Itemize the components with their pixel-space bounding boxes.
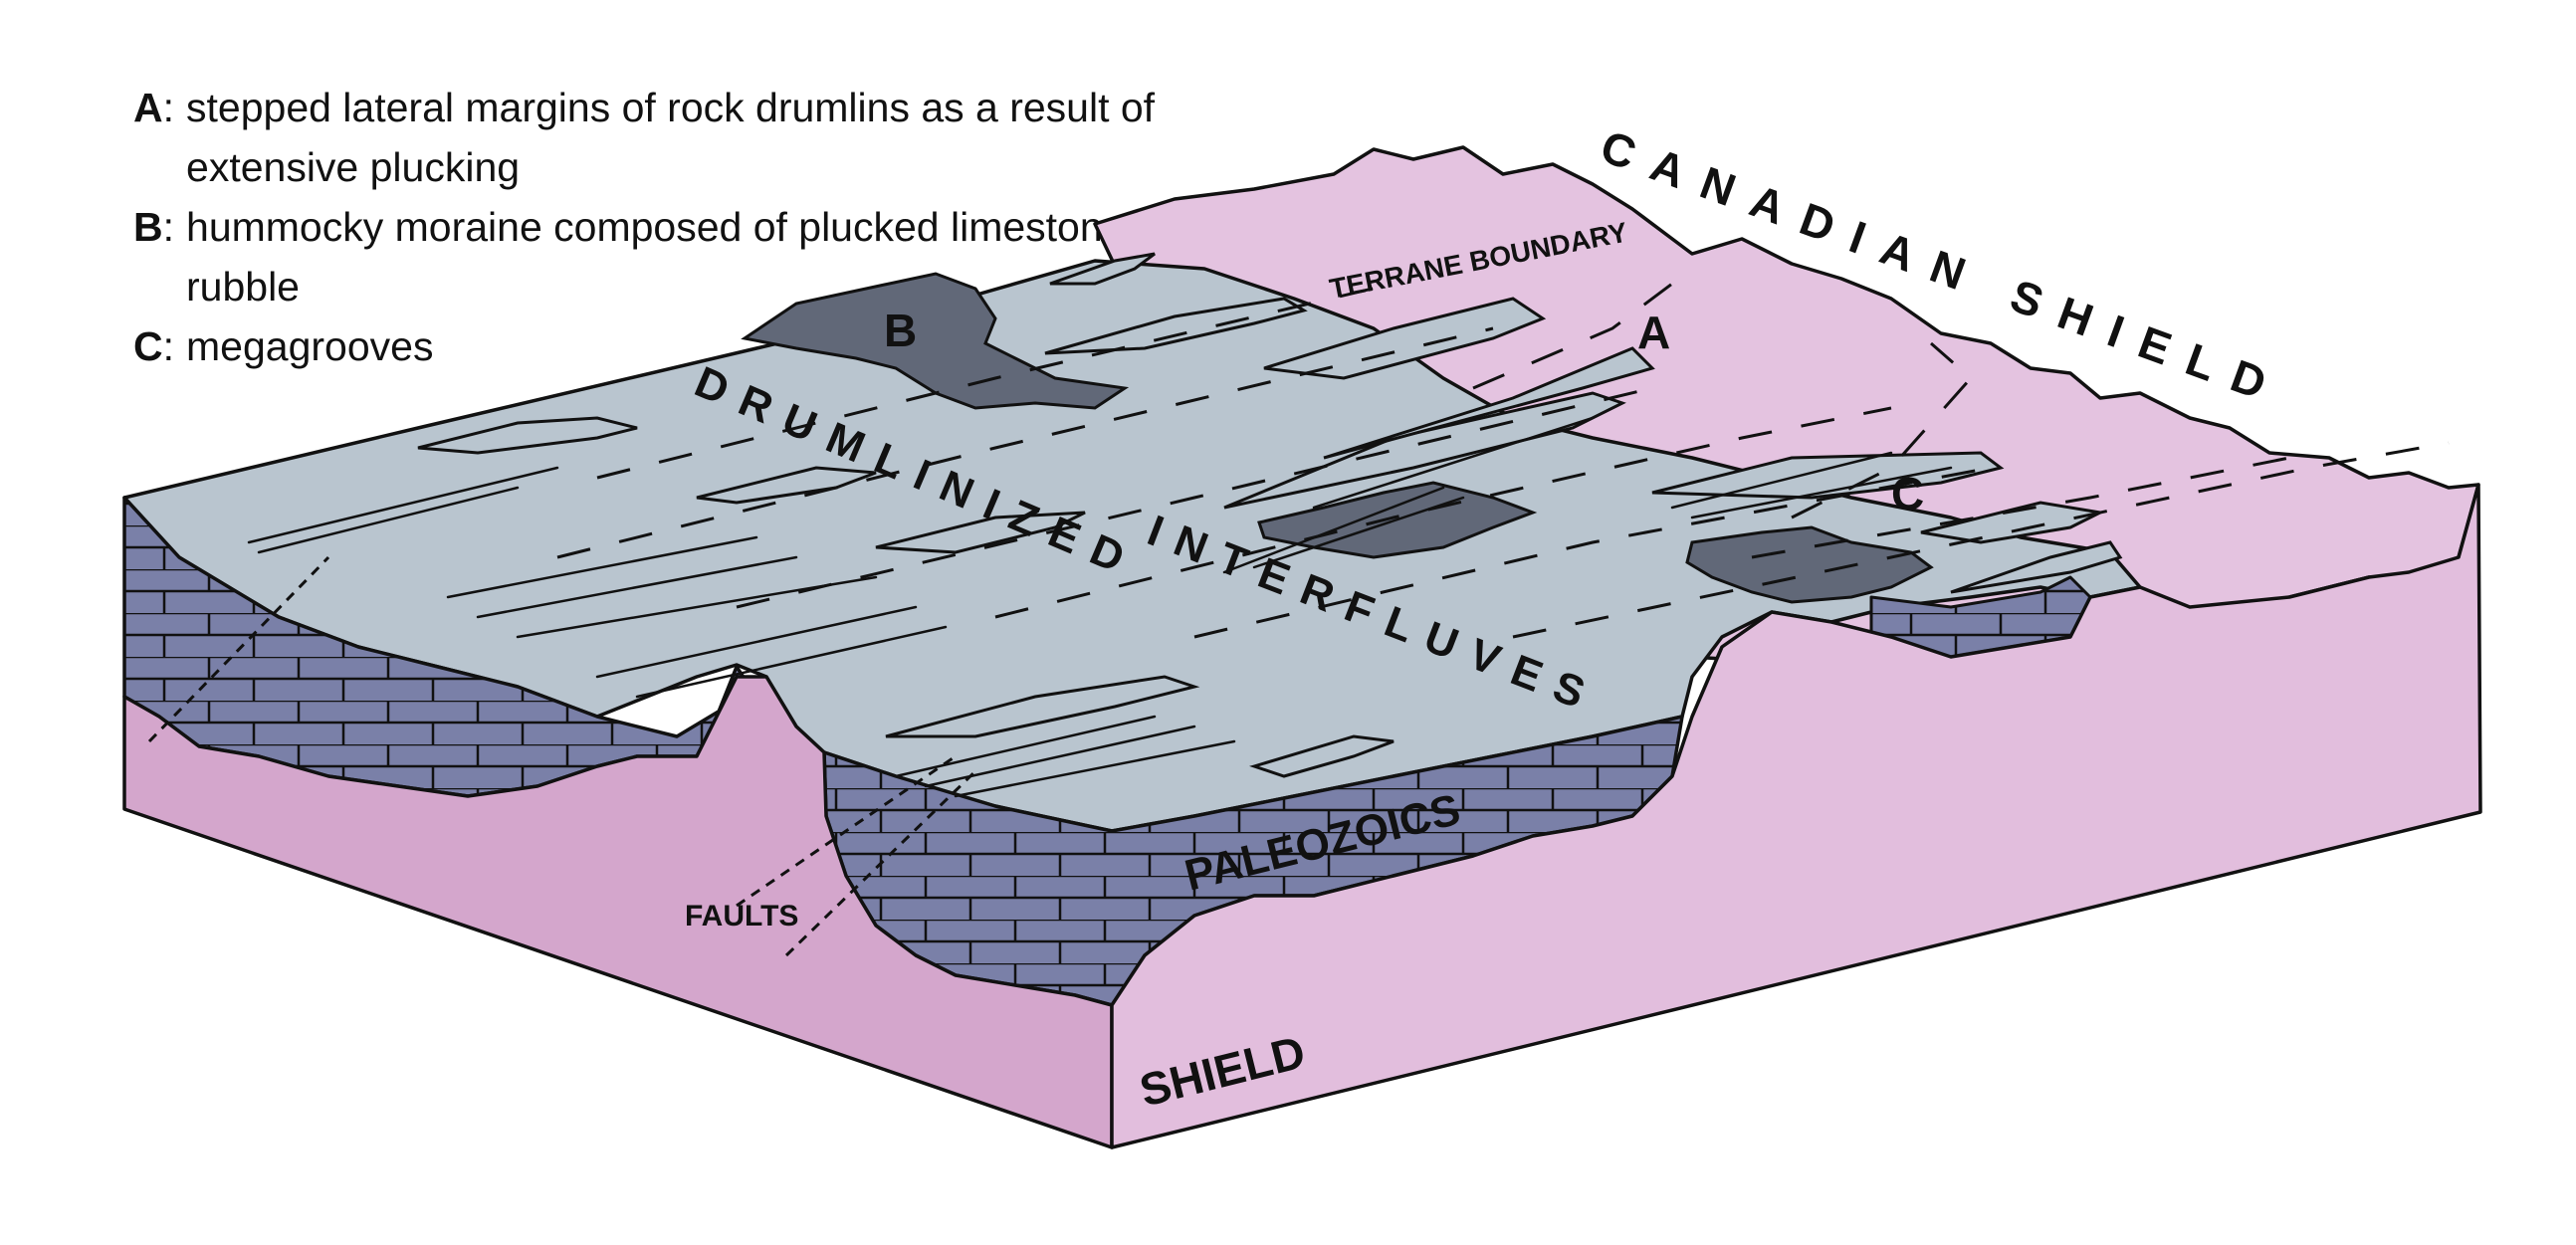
shield-front-left-face: [122, 675, 1114, 1149]
legend-text: stepped lateral margins of rock drumlins…: [186, 85, 1156, 190]
marker-b: B: [884, 305, 917, 356]
legend-key: A: [133, 85, 163, 130]
paleozoic-surface: [122, 259, 2142, 833]
hummocky-moraine-right: [1685, 525, 1934, 604]
legend-item-a: A: stepped lateral margins of rock druml…: [133, 78, 1188, 197]
fault-lines: [147, 555, 977, 957]
hummocky-moraine-b: [741, 272, 1130, 410]
drumlin-ridges: [417, 252, 2123, 778]
legend-text: hummocky moraine composed of plucked lim…: [186, 204, 1126, 310]
legend: A: stepped lateral margins of rock druml…: [133, 78, 1188, 376]
legend-item-c: C: megagrooves: [133, 316, 1188, 376]
legend-item-b: B: hummocky moraine composed of plucked …: [133, 197, 1188, 316]
marker-c: C: [1891, 468, 1924, 519]
legend-key: C: [133, 323, 163, 369]
legend-text: megagrooves: [186, 323, 434, 369]
ice-flow-dashes: [556, 267, 2450, 639]
shield-front-right-face: [1110, 483, 2482, 1149]
label-faults: FAULTS: [685, 900, 798, 933]
marker-a: A: [1637, 307, 1670, 358]
legend-key: B: [133, 204, 163, 250]
